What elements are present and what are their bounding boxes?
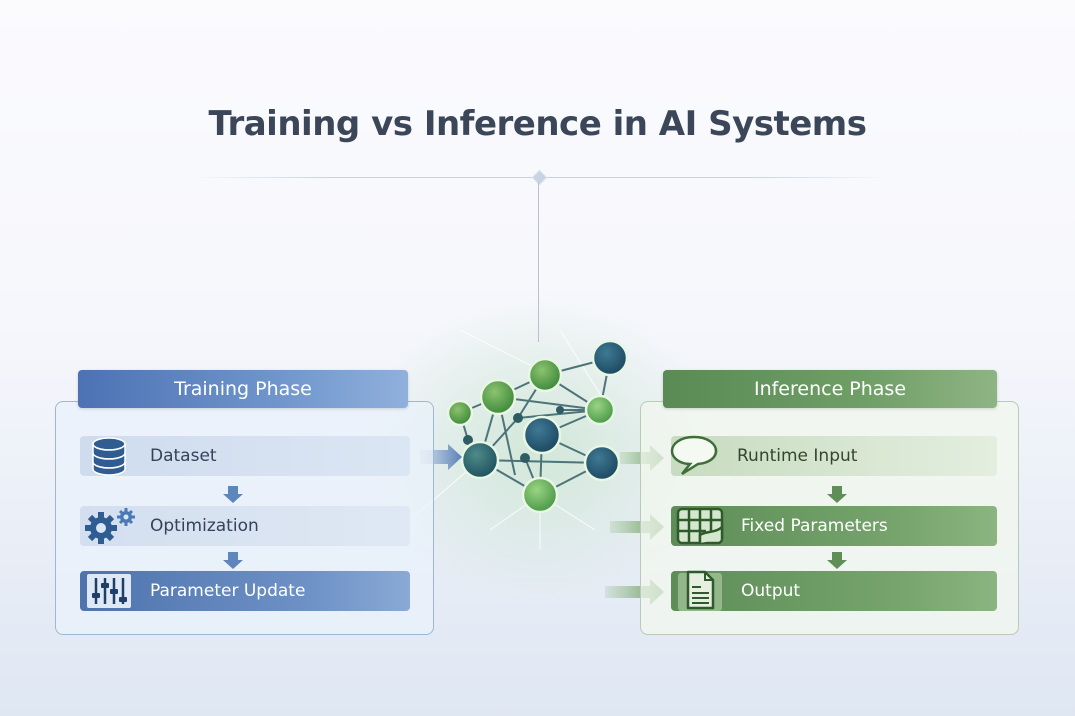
page-title: Training vs Inference in AI Systems [208, 104, 867, 144]
step-label: Output [741, 581, 801, 601]
grid-icon [671, 506, 729, 546]
neural-network-icon [409, 329, 629, 550]
training-phase-header: Training Phase [78, 370, 408, 408]
inference-step-runtime-input: Runtime Input [670, 435, 997, 476]
training-step-parameter-update: Parameter Update [80, 571, 410, 611]
step-label: Optimization [150, 516, 259, 536]
step-label: Runtime Input [737, 446, 858, 466]
sliders-icon [80, 571, 138, 611]
step-label: Parameter Update [150, 581, 306, 601]
center-connector-line [538, 182, 539, 342]
training-step-optimization: Optimization [80, 506, 410, 546]
divider-diamond-icon [531, 169, 548, 186]
document-icon [671, 570, 729, 611]
gears-icon [80, 506, 138, 546]
step-label: Dataset [150, 446, 217, 466]
inference-phase-panel: Inference Phase Runtime Input [640, 370, 1019, 635]
training-phase-panel: Training Phase Dataset [55, 370, 434, 635]
speech-bubble-icon [667, 435, 725, 476]
inference-step-output: Output [671, 570, 997, 611]
step-label: Fixed Parameters [741, 516, 888, 536]
inference-phase-header: Inference Phase [663, 370, 997, 408]
database-icon [80, 436, 138, 476]
inference-step-fixed-parameters: Fixed Parameters [671, 506, 997, 546]
training-step-dataset: Dataset [80, 436, 410, 476]
network-to-output-arrow [605, 579, 664, 605]
